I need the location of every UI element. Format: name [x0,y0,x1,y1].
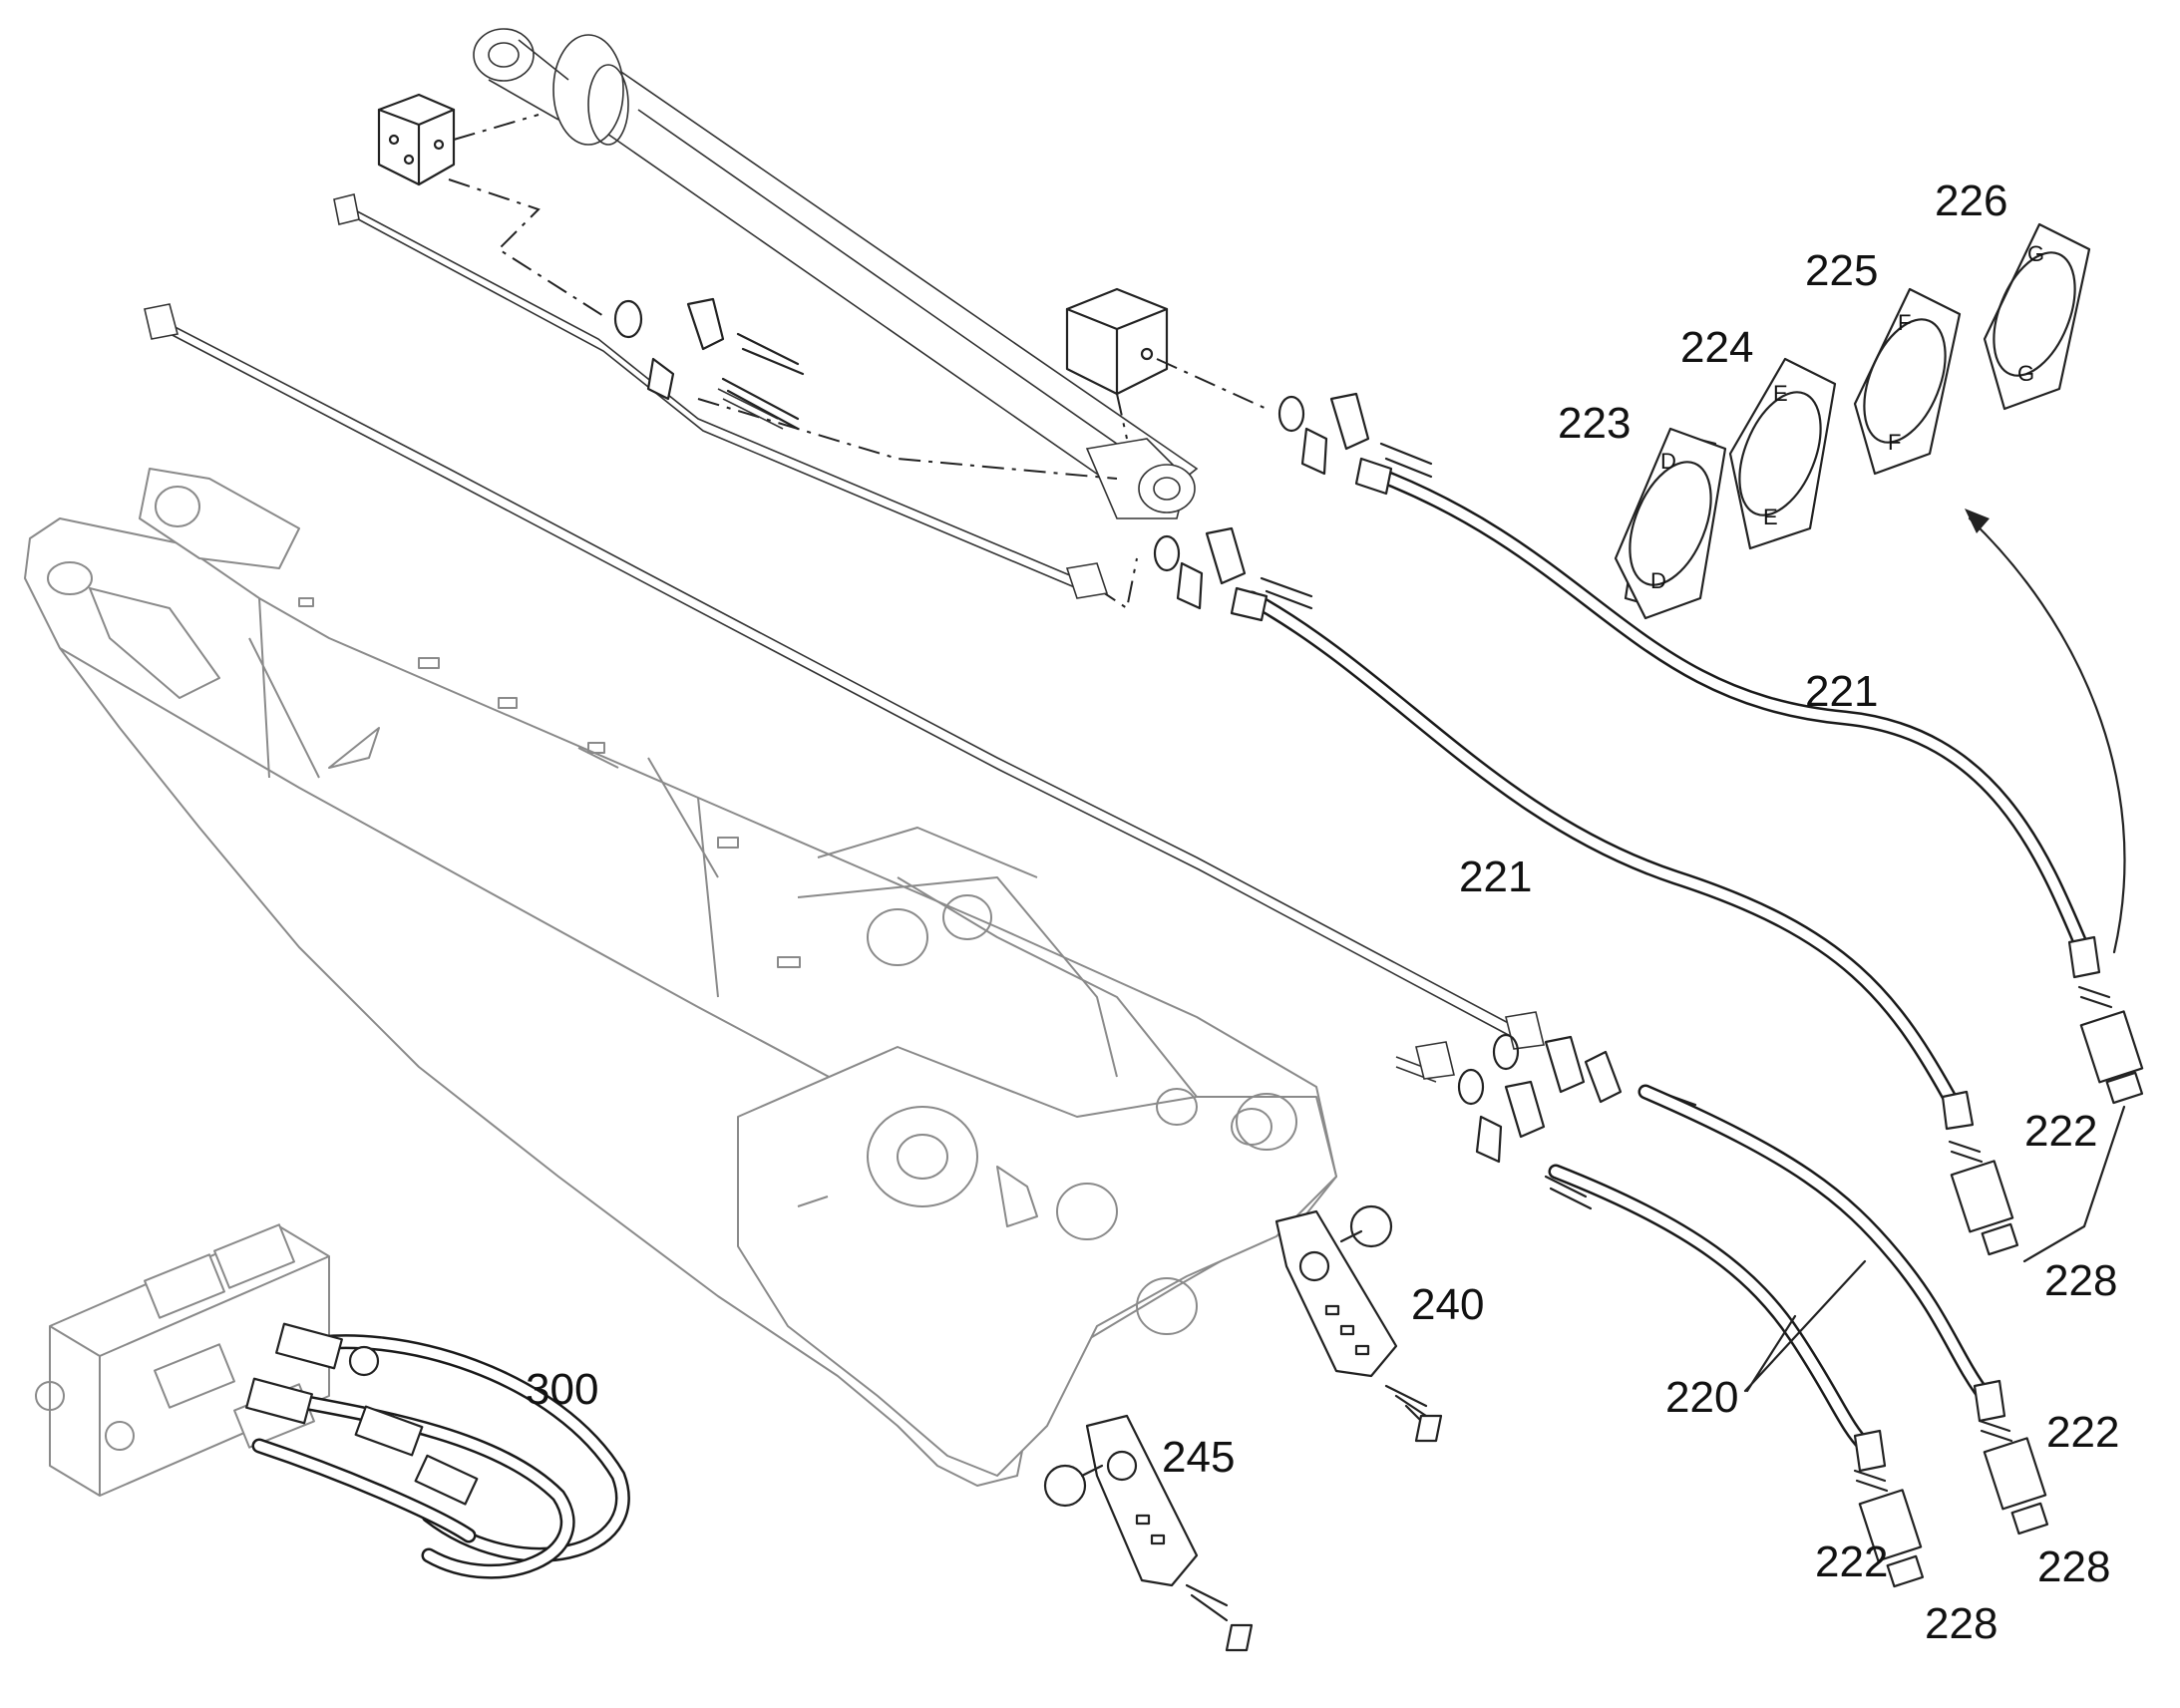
callout-225: 225 [1805,246,1879,295]
plate-224 [1728,357,1837,550]
boom-arm [24,468,1337,1487]
callout-222-c: 222 [1815,1537,1889,1586]
plate-223 [1614,427,1727,620]
plate-226-letter-bottom: G [2017,361,2035,386]
valve-block-upper [377,93,456,186]
callout-226: 226 [1935,176,2008,225]
couplings [1853,985,2144,1588]
bracket-240 [1274,1204,1443,1443]
plate-224-letter-top: E [1773,381,1788,406]
callout-221-lower: 221 [1459,853,1533,901]
plate-223-letter-top: D [1660,449,1676,474]
callout-220: 220 [1665,1373,1739,1422]
callout-300: 300 [526,1365,599,1414]
hydraulic-cylinder [473,28,1199,519]
plate-223-letter-bottom: D [1650,568,1666,593]
callout-240: 240 [1411,1280,1485,1329]
hose-221-upper [1354,457,2101,979]
plate-226 [1983,222,2091,411]
hose-220-a [1637,1084,2006,1423]
leader-220 [1743,1259,1867,1393]
callout-228-a: 228 [2044,1256,2118,1305]
valve-bank-300 [35,1223,630,1579]
assembly-lines [448,114,1268,610]
plates-arrow [1965,509,2126,954]
valve-block-lower [1065,287,1169,396]
bracket-245 [1043,1414,1254,1652]
callout-221-upper: 221 [1805,667,1879,716]
callout-222-b: 222 [2046,1408,2120,1457]
leader-228 [2022,1105,2126,1263]
callout-222-a: 222 [2024,1107,2098,1156]
callout-245: 245 [1162,1433,1236,1482]
callout-223: 223 [1558,399,1632,448]
plate-225 [1853,287,1962,476]
plate-226-letter-top: G [2027,241,2045,266]
hose-221-lower [1230,586,1975,1131]
hose-220-b [1548,1164,1887,1473]
callout-228-b: 228 [2037,1542,2111,1591]
callout-228-c: 228 [1925,1599,1998,1648]
plate-225-letter-bottom: F [1888,430,1902,455]
callout-224: 224 [1680,323,1754,372]
plate-224-letter-bottom: E [1763,505,1778,529]
plate-225-letter-top: F [1898,310,1912,335]
